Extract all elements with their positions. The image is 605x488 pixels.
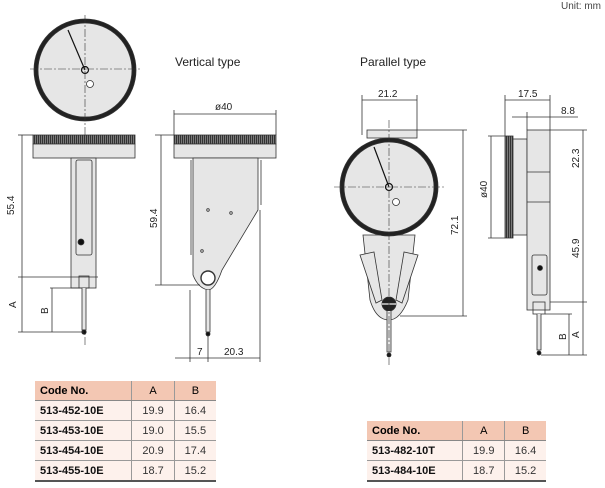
b-cell: 17.4 [173,440,216,461]
a-cell: 20.9 [131,440,175,461]
dim-22-3: 22.3 [571,148,582,168]
code-cell: 513-454-10E [35,440,132,461]
dim-20-3: 20.3 [224,347,244,358]
dim-45-9: 45.9 [571,238,582,258]
b-cell: 16.4 [173,400,216,421]
dim-dia40-parallel: ø40 [479,180,490,198]
dim-17-5: 17.5 [518,89,538,100]
unit-label: Unit: mm [561,1,601,12]
vertical-front-view [18,15,140,345]
code-cell: 513-455-10E [35,460,132,482]
code-cell: 513-452-10E [35,400,132,421]
dim-a-parallel: A [571,331,582,338]
dim-72-1: 72.1 [450,215,461,235]
b-cell: 16.4 [504,440,546,461]
dim-b-vertical: B [40,307,51,314]
code-cell: 513-484-10E [367,460,463,482]
b-cell: 15.2 [173,460,216,482]
parallel-type-title: Parallel type [360,55,427,69]
dim-b-parallel: B [558,333,569,340]
dim-7: 7 [197,347,203,358]
a-cell: 19.0 [131,420,175,441]
header-a: A [131,381,175,401]
vertical-type-title: Vertical type [175,55,241,69]
b-cell: 15.5 [173,420,216,441]
parallel-front-view [334,95,467,365]
a-cell: 18.7 [131,460,175,482]
dim-55-4: 55.4 [6,195,17,215]
parallel-side-view [488,95,587,356]
code-cell: 513-453-10E [35,420,132,441]
dim-8-8: 8.8 [561,106,575,117]
dim-dia40-vertical: ø40 [215,102,233,113]
dim-a-vertical: A [8,301,19,308]
vertical-side-view [155,110,277,362]
a-cell: 19.9 [131,400,175,421]
dim-59-4: 59.4 [149,208,160,228]
b-cell: 15.2 [504,460,546,482]
header-b: B [173,381,216,401]
header-a: A [462,421,505,441]
code-cell: 513-482-10T [367,440,463,461]
dim-21-2: 21.2 [378,89,398,100]
a-cell: 18.7 [462,460,505,482]
header-code: Code No. [35,381,132,401]
header-code: Code No. [367,421,463,441]
header-b: B [504,421,546,441]
a-cell: 19.9 [462,440,505,461]
